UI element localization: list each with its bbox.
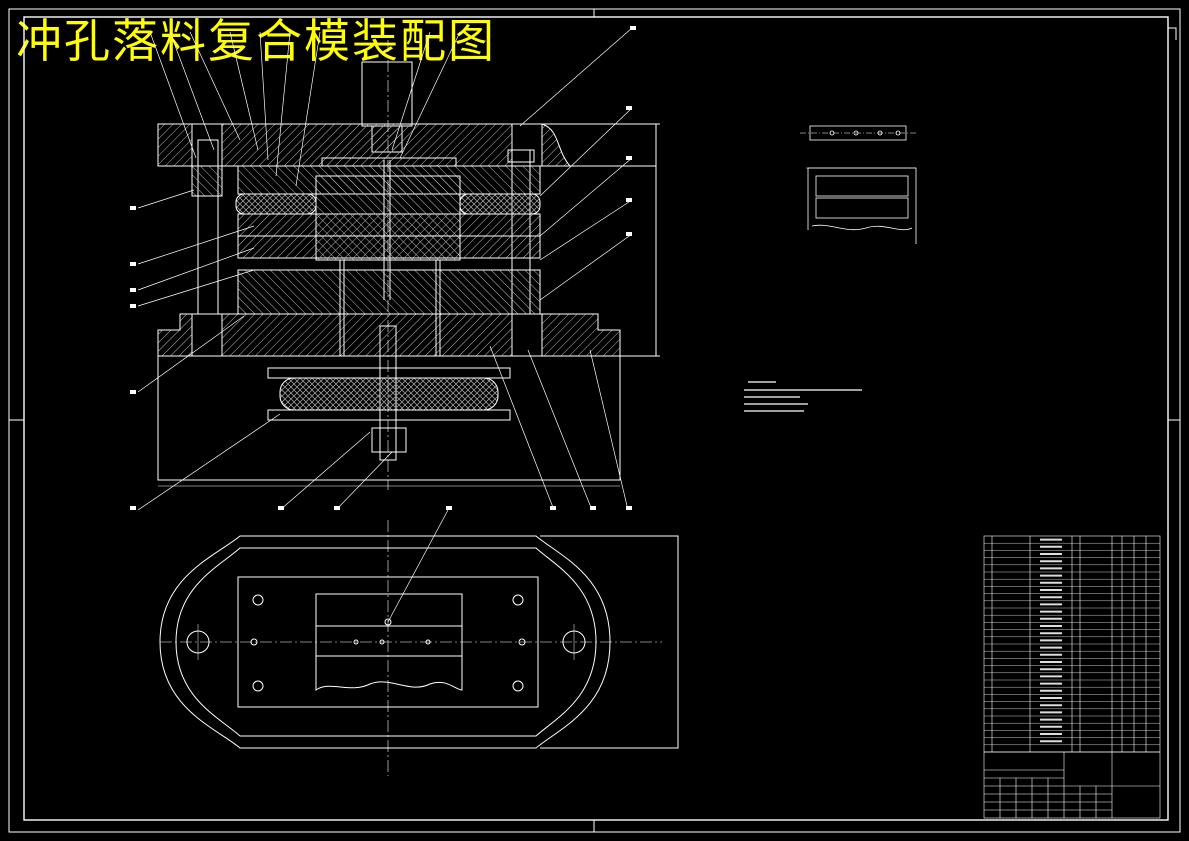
stripper-plate: [237, 235, 541, 259]
die-shank: [361, 61, 413, 127]
workpiece-detail: [800, 125, 917, 244]
section-view: [157, 40, 660, 490]
leader-lines: [137, 27, 633, 623]
parts-list-rows: [984, 538, 1160, 745]
buffer-top-plate: [267, 367, 511, 379]
plan-view: [159, 520, 679, 776]
drawing-frame: [8, 8, 1181, 833]
part-balloons: [130, 26, 636, 510]
lower-die-seat: [157, 313, 621, 357]
title-block: [983, 751, 1161, 819]
drawing-title: 冲孔落料复合模装配图: [16, 14, 496, 68]
rubber-buffer: [279, 377, 499, 411]
technical-requirements: [744, 381, 862, 412]
